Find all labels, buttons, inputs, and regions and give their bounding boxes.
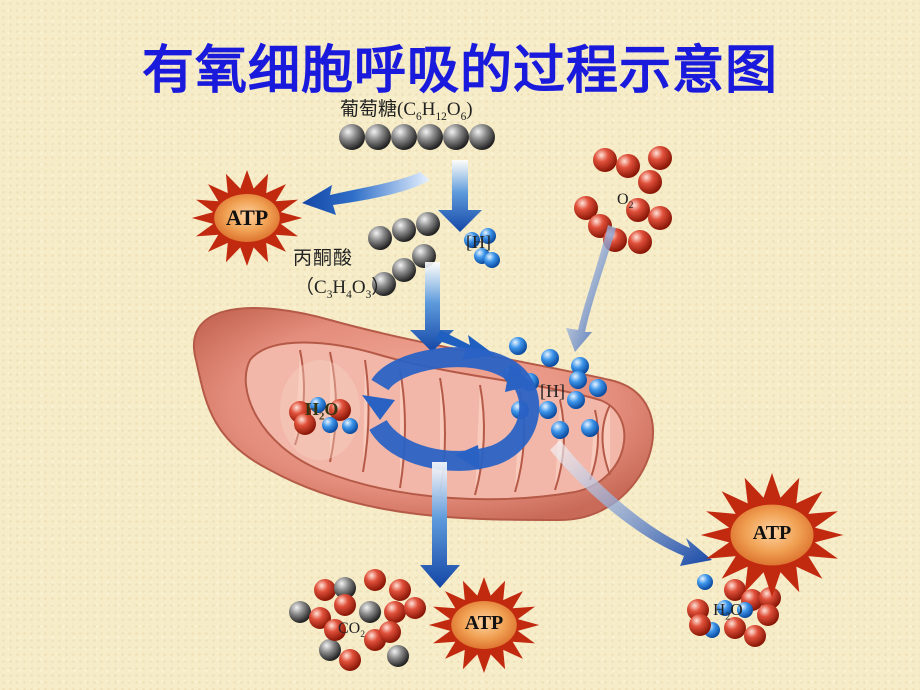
water-label-right: H2O [713, 600, 743, 623]
hydrogen-atom [737, 602, 753, 618]
atp-label-bottom-right: ATP [752, 522, 792, 544]
hydrogen-atom [551, 421, 569, 439]
oxygen-atom [648, 146, 672, 170]
carbon-atom [387, 645, 409, 667]
hydrogen-atom [567, 391, 585, 409]
arrow-to-atp-water [550, 440, 712, 566]
hydrogen-atom [581, 419, 599, 437]
hydrogen-atom [571, 357, 589, 375]
pyruvate-molecule [368, 212, 440, 296]
hydrogen-atom [342, 418, 358, 434]
atp-star-core [730, 504, 814, 566]
carbon-atom [365, 124, 391, 150]
co2-molecules [289, 569, 426, 671]
hydrogen-label-1: [H] [466, 232, 491, 252]
water-molecules-right [687, 574, 781, 647]
glucose-label: 葡萄糖(C6H12O6) [340, 99, 473, 123]
oxygen-atom [638, 170, 662, 194]
hydrogen-atom [484, 252, 500, 268]
oxygen-atom [309, 607, 331, 629]
arrow-pyruvate-down [410, 262, 454, 352]
hydrogen-cluster-1 [464, 228, 500, 268]
oxygen-atom [724, 579, 746, 601]
carbon-atom [334, 577, 356, 599]
atp-star-core [451, 601, 517, 649]
arrow-to-atp-1 [302, 172, 430, 215]
water-label-left: H2O [305, 399, 339, 423]
oxygen-atom [744, 625, 766, 647]
hydrogen-atom [717, 600, 733, 616]
hydrogen-atom [589, 379, 607, 397]
atp-star-top-left [191, 170, 303, 266]
oxygen-atom [593, 148, 617, 172]
carbon-atom [319, 639, 341, 661]
carbon-atom [289, 601, 311, 623]
oxygen-atom [404, 597, 426, 619]
oxygen-atom [379, 621, 401, 643]
carbon-atom [368, 226, 392, 250]
hydrogen-atom [310, 397, 326, 413]
arrows [302, 160, 712, 588]
oxygen-atom [384, 601, 406, 623]
hydrogen-atom [541, 349, 559, 367]
oxygen-atom [757, 604, 779, 626]
cycle-ring [369, 347, 540, 471]
oxygen-atom [628, 230, 652, 254]
arrow-oxygen-down [566, 225, 616, 352]
arrow-co2-down [420, 462, 460, 588]
hydrogen-atom [697, 574, 713, 590]
oxygen-atom [329, 399, 351, 421]
water-molecules-left [289, 397, 358, 435]
carbon-atom [391, 124, 417, 150]
carbon-atom [339, 124, 365, 150]
carbon-atom [372, 272, 396, 296]
oxygen-atom [314, 579, 336, 601]
page-title: 有氧细胞呼吸的过程示意图 [141, 41, 778, 101]
pyruvate-formula: （C3H4O3） [295, 277, 391, 301]
hydrogen-label-2: [H] [540, 381, 565, 401]
carbon-atom [416, 212, 440, 236]
hydrogen-atom [322, 417, 338, 433]
oxygen-atom [689, 614, 711, 636]
oxygen-label: O2 [617, 191, 634, 212]
carbon-atom [417, 124, 443, 150]
oxygen-atom [588, 214, 612, 238]
oxygen-atom [294, 413, 316, 435]
oxygen-atom [324, 619, 346, 641]
atp-label-top-left: ATP [225, 205, 269, 230]
arrow-glucose-down [438, 160, 482, 232]
hydrogen-atom [509, 337, 527, 355]
oxygen-atom [339, 649, 361, 671]
co2-label: CO2 [338, 620, 366, 641]
glucose-molecule [339, 124, 495, 150]
pyruvate-label: 丙酮酸 [293, 248, 354, 269]
oxygen-atom [648, 206, 672, 230]
oxygen-atom [616, 154, 640, 178]
oxygen-atom [574, 196, 598, 220]
oxygen-atom [364, 569, 386, 591]
atp-star-bottom-right [700, 473, 844, 597]
hydrogen-atom [569, 371, 587, 389]
hydrogen-atom [480, 228, 496, 244]
oxygen-atom [724, 617, 746, 639]
mitochondrion [193, 307, 655, 522]
carbon-atom [392, 258, 416, 282]
atp-star-bottom-middle [428, 577, 540, 673]
atp-label-bottom-middle: ATP [464, 612, 504, 634]
hydrogen-atom [464, 232, 480, 248]
oxygen-atom [334, 594, 356, 616]
carbon-atom [443, 124, 469, 150]
oxygen-atom [626, 198, 650, 222]
atp-star-core [214, 194, 280, 242]
carbon-atom [359, 601, 381, 623]
oxygen-atom [389, 579, 411, 601]
carbon-atom [469, 124, 495, 150]
hydrogen-atom [539, 401, 557, 419]
carbon-atom [392, 218, 416, 242]
oxygen-atom [759, 587, 781, 609]
